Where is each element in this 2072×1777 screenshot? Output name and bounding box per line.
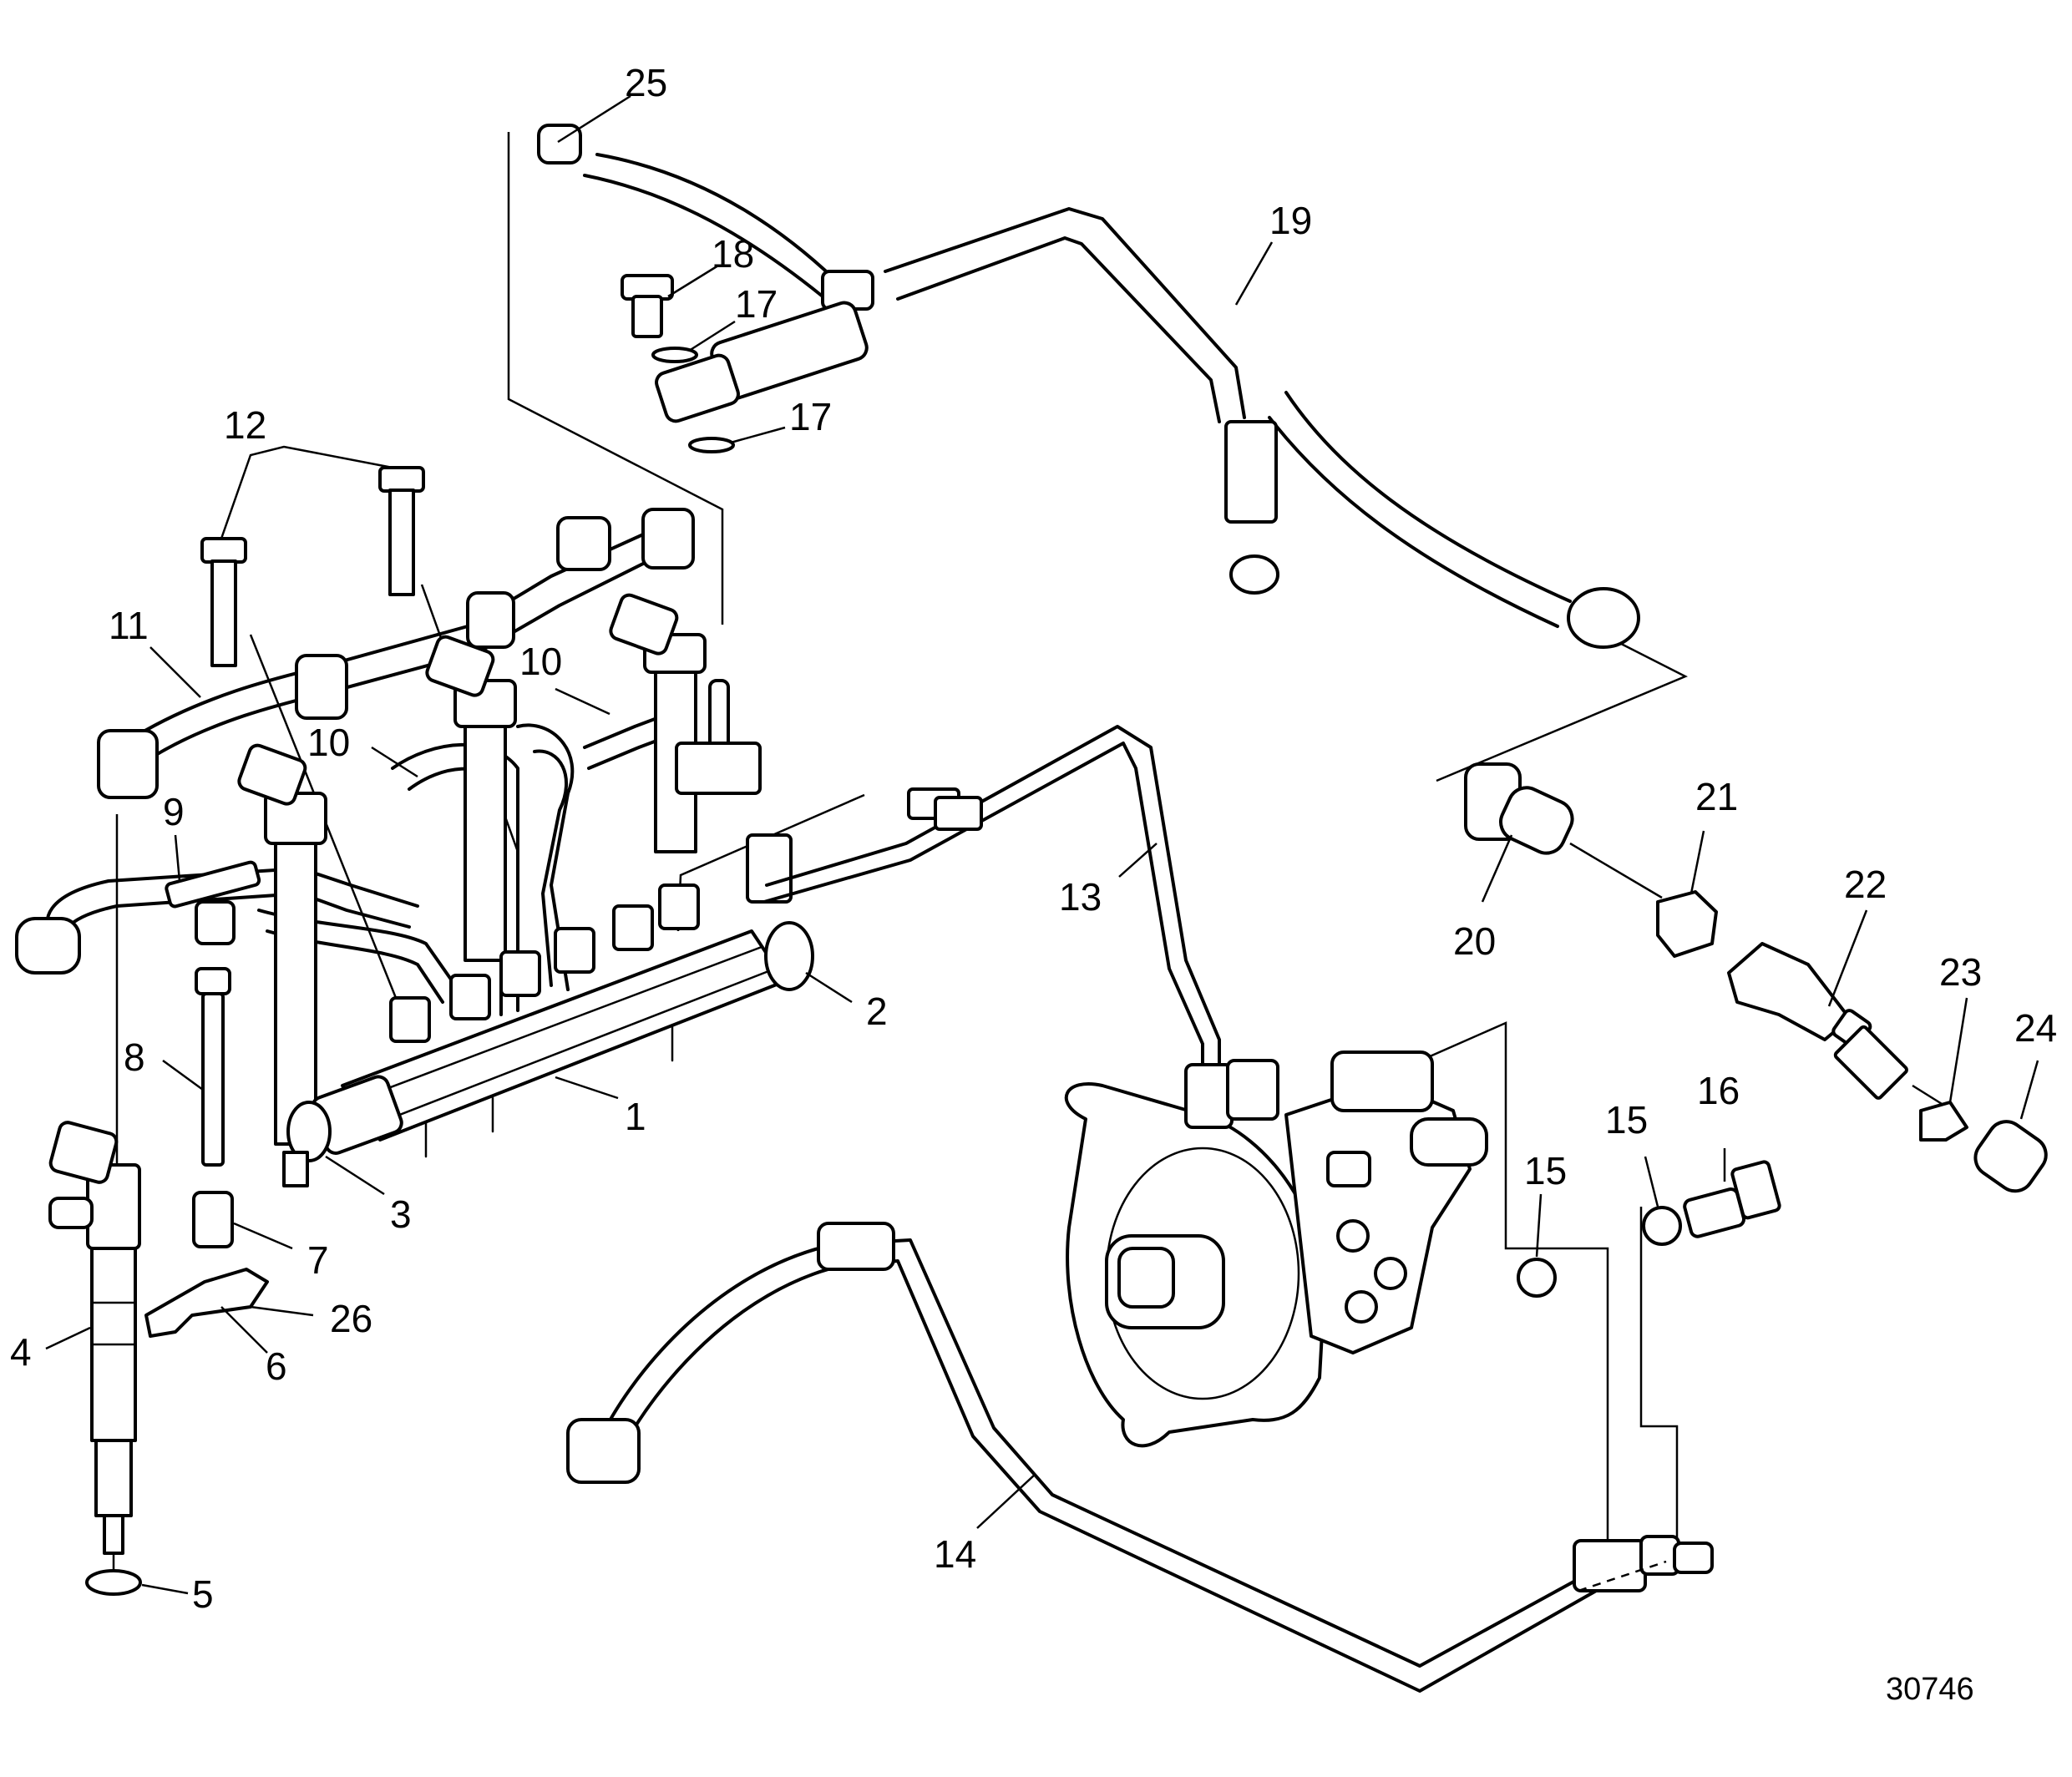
leader-10a xyxy=(371,746,418,778)
leader-18 xyxy=(667,264,719,298)
leader-19 xyxy=(1234,241,1274,306)
callout-7: 7 xyxy=(307,1238,329,1282)
callout-5: 5 xyxy=(192,1572,214,1616)
callout-20: 20 xyxy=(1453,919,1496,963)
sealing-washer-17a xyxy=(651,347,698,363)
callout-26: 26 xyxy=(330,1297,372,1340)
injector-seal-5 xyxy=(85,1569,142,1596)
leader-15b xyxy=(1644,1156,1659,1207)
adapter-20 xyxy=(1464,762,1574,855)
callout-12: 12 xyxy=(224,403,266,447)
group-bracket-pump-inlet xyxy=(1639,1207,1679,1549)
rail-bolt-12a xyxy=(200,537,247,667)
leader-17a xyxy=(688,320,736,352)
callout-15a: 15 xyxy=(1524,1149,1567,1192)
group-bracket-return-line xyxy=(507,132,724,625)
fuel-rail-1 xyxy=(341,883,787,1158)
leak-off-line xyxy=(97,508,695,799)
leader-7 xyxy=(233,1222,293,1250)
ferrule-23 xyxy=(1919,1101,1968,1142)
leader-4 xyxy=(45,1326,91,1350)
leader-14 xyxy=(976,1473,1036,1529)
callout-17a: 17 xyxy=(735,282,778,326)
callout-2: 2 xyxy=(866,990,888,1033)
leader-23 xyxy=(1948,997,1968,1103)
injector-pipes xyxy=(15,712,674,1016)
callout-19: 19 xyxy=(1269,199,1312,242)
rail-bolt-12b xyxy=(378,466,425,596)
callout-6: 6 xyxy=(266,1344,287,1388)
sealing-washer-17b xyxy=(688,437,735,453)
pipe-clamp-9 xyxy=(165,860,261,945)
banjo-bolt-18 xyxy=(621,274,674,338)
installed-injectors xyxy=(237,593,762,1146)
leader-12 xyxy=(220,445,393,539)
o-ring-15a xyxy=(1517,1258,1557,1298)
hold-down-bolt-8 xyxy=(195,967,231,1167)
leader-2 xyxy=(805,971,853,1004)
hidden-fitting-axis-b xyxy=(1912,1084,1947,1108)
high-pressure-pump xyxy=(1064,1051,1488,1448)
cap-24 xyxy=(1973,1120,2048,1193)
injector-4 xyxy=(48,1121,141,1555)
sleeve-7 xyxy=(192,1191,234,1248)
leader-6 xyxy=(220,1306,268,1354)
figure-number: 30746 xyxy=(1886,1672,1974,1707)
leader-25 xyxy=(557,94,631,144)
hidden-suction-bore xyxy=(1578,1560,1667,1592)
pressure-sensor-3 xyxy=(282,1075,403,1187)
callout-3: 3 xyxy=(390,1192,412,1236)
callout-15b: 15 xyxy=(1605,1098,1648,1142)
callout-14: 14 xyxy=(934,1532,976,1576)
leader-21 xyxy=(1690,830,1705,894)
o-ring-15b xyxy=(1642,1206,1682,1246)
group-bracket-fitting xyxy=(1436,620,1688,782)
leader-24 xyxy=(2019,1060,2039,1120)
fitting-16 xyxy=(1683,1160,1781,1238)
callout-24: 24 xyxy=(2014,1006,2057,1050)
callout-10b: 10 xyxy=(519,640,562,683)
leader-10b xyxy=(555,687,610,716)
callout-11: 11 xyxy=(109,604,149,647)
callout-10a: 10 xyxy=(307,721,350,764)
leader-15a xyxy=(1535,1193,1543,1258)
callout-22: 22 xyxy=(1844,863,1887,906)
elbow-fitting-22 xyxy=(1727,942,1908,1100)
leader-11 xyxy=(149,646,201,698)
callout-18: 18 xyxy=(712,232,754,276)
callout-8: 8 xyxy=(124,1035,145,1079)
injector-clamp-6 xyxy=(144,1268,269,1338)
callout-25: 25 xyxy=(625,61,667,104)
leader-20 xyxy=(1481,834,1513,903)
callout-1: 1 xyxy=(625,1095,646,1138)
leader-17b xyxy=(730,426,786,444)
callout-23: 23 xyxy=(1939,950,1982,994)
callout-4: 4 xyxy=(10,1330,32,1374)
callout-9: 9 xyxy=(163,790,185,833)
leader-1 xyxy=(555,1076,619,1100)
leader-9 xyxy=(174,834,181,882)
nut-21 xyxy=(1656,890,1718,958)
leader-22 xyxy=(1827,909,1868,1007)
hidden-fitting-axis-a xyxy=(1569,842,1663,899)
leader-3 xyxy=(325,1155,385,1196)
callout-13: 13 xyxy=(1059,875,1102,919)
suction-line-14 xyxy=(566,1222,1714,1693)
leader-26 xyxy=(250,1305,314,1317)
leader-5 xyxy=(141,1583,189,1595)
return-hose-assembly xyxy=(537,124,1640,649)
callout-21: 21 xyxy=(1695,775,1738,818)
callout-16: 16 xyxy=(1697,1069,1740,1112)
group-bracket-pump-outlet xyxy=(1344,1021,1609,1568)
callout-17b: 17 xyxy=(789,395,832,438)
leader-13 xyxy=(1118,843,1158,878)
leader-8 xyxy=(162,1059,204,1091)
feed-line-13 xyxy=(762,725,1221,1104)
